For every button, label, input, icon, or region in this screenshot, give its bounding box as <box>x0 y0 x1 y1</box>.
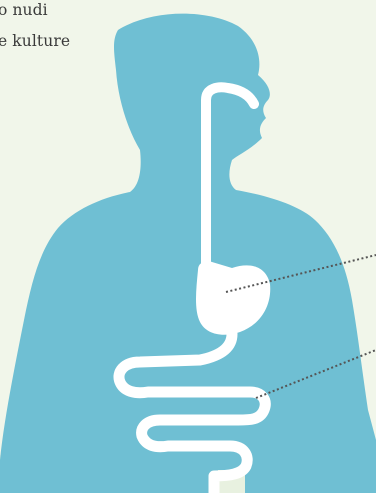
intro-text: o nudi e kulture <box>0 0 376 70</box>
intro-text-line-1: o nudi <box>0 1 48 19</box>
intro-text-line-2: e kulture <box>0 32 70 50</box>
